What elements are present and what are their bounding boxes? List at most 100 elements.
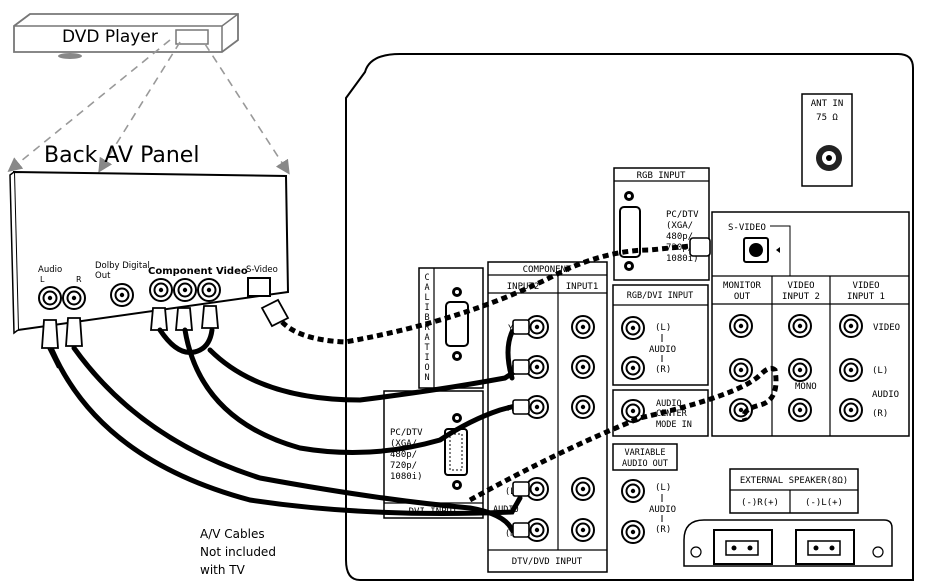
input1-video-jack-icon — [839, 314, 863, 338]
back-panel-plugs — [41, 298, 290, 369]
component-cable-bundle — [157, 327, 215, 355]
input1-audio-r-jack-icon — [571, 518, 595, 542]
calibration-port-icon — [445, 301, 469, 347]
calibration-letter: N — [424, 373, 429, 383]
calibration-letter: I — [424, 353, 429, 363]
dvi-pc-dtv-line1: PC/DTV — [390, 428, 423, 438]
audio-r-jack-icon — [62, 286, 86, 310]
cable-note-line2: Not included — [200, 545, 276, 559]
rgb-pc-dtv-line3: 480p/ — [666, 232, 693, 242]
input1-audio-r-jack-icon — [839, 398, 863, 422]
audio-center-section: AUDIO CENTER MODE IN — [612, 389, 709, 437]
component-cable-to-y — [505, 324, 523, 381]
ant-ohm-label: 75 Ω — [816, 113, 838, 123]
audio-l-label: L — [40, 275, 45, 284]
component-cable-to-pb — [207, 347, 523, 403]
audio-l-jack-icon — [38, 286, 62, 310]
ant-in-section: ANT IN 75 Ω — [801, 93, 853, 187]
calibration-letter: R — [424, 323, 430, 333]
dvd-player-label: DVD Player — [62, 27, 158, 47]
rgb-dvi-audio-l-jack-icon — [621, 316, 645, 340]
component-section: COMPONENT INPUT2 INPUT1 DTV/DVD INPUT Y … — [487, 261, 608, 573]
calibration-letter: I — [424, 303, 429, 313]
rgb-pc-dtv-line2: (XGA/ — [666, 221, 693, 231]
tv-end-plugs — [512, 237, 711, 538]
back-av-panel: Audio L R Dolby Digital Out Component Vi… — [9, 170, 290, 335]
video-input2-line2: INPUT 2 — [782, 292, 820, 302]
rgb-dvi-r-label: (R) — [655, 365, 671, 375]
dolby-out-jack-icon — [110, 283, 134, 307]
input1-y-jack-icon — [571, 315, 595, 339]
speaker-l-label: (-)L(+) — [805, 498, 843, 508]
external-speaker-section: EXTERNAL SPEAKER(8Ω) (-)R(+) (-)L(+) — [683, 468, 893, 567]
back-av-panel-title: Back AV Panel — [44, 143, 199, 168]
audio-center-line1: AUDIO — [656, 399, 682, 409]
audio-cable-right — [71, 345, 515, 533]
component-pr-jack-icon — [197, 278, 221, 302]
audio-center-line2: CENTER — [656, 409, 688, 419]
audio-cable-left — [49, 347, 523, 516]
arrow-to-panel-mid — [98, 41, 181, 173]
y-label: Y — [508, 324, 514, 334]
cable-note-line1: A/V Cables — [200, 527, 265, 541]
cable-note: A/V Cables Not included with TV — [200, 527, 276, 577]
component-label: COMPONENT — [523, 265, 572, 275]
calibration-letter: T — [424, 343, 429, 353]
external-speaker-label: EXTERNAL SPEAKER(8Ω) — [740, 476, 848, 486]
dashed-arrows — [7, 39, 290, 175]
av-cables — [49, 324, 523, 533]
calibration-letter: O — [424, 363, 429, 373]
rgb-vga-port-icon — [619, 206, 641, 258]
speaker-l-terminal-icon — [795, 529, 855, 565]
input1-pr-jack-icon — [571, 395, 595, 419]
rgb-pc-dtv-line1: PC/DTV — [666, 210, 699, 220]
calibration-section: C A L I B R A T I O N — [418, 267, 484, 389]
audio-center-line3: MODE IN — [656, 420, 692, 430]
video-input1-line2: INPUT 1 — [847, 292, 885, 302]
svideo-label: S-Video — [246, 265, 278, 275]
monitor-out-audio-r-jack-icon — [729, 398, 753, 422]
calibration-letter: A — [424, 283, 429, 293]
variable-audio-out-section: VARIABLE AUDIO OUT (L) AUDIO (R) — [612, 443, 678, 544]
rgb-input-section: RGB INPUT PC/DTV (XGA/ 480p/ 720p/ 1080i… — [613, 167, 710, 281]
input2-audio-l-jack-icon — [788, 358, 812, 382]
input1-audio-label: AUDIO — [872, 390, 899, 400]
rgb-input-label: RGB INPUT — [637, 171, 686, 181]
calibration-letter: L — [424, 293, 429, 303]
monitor-out-line1: MONITOR — [723, 281, 762, 291]
mono-label: MONO — [795, 382, 817, 392]
variable-audio-out-line1: VARIABLE — [625, 448, 666, 458]
dvi-pc-dtv-line4: 720p/ — [390, 461, 417, 471]
cable-note-line3: with TV — [200, 563, 246, 577]
input1-r-label: (R) — [872, 409, 888, 419]
monitor-out-video-jack-icon — [729, 314, 753, 338]
svideo-cable — [280, 243, 691, 345]
dolby-out-label: Out — [95, 271, 111, 281]
svideo-input-label: S-VIDEO — [728, 223, 766, 233]
calibration-letter: A — [424, 333, 429, 343]
var-audio-label: AUDIO — [649, 505, 676, 515]
component-video-label: Component Video — [148, 266, 248, 277]
component-y-jack-icon — [149, 278, 173, 302]
rgb-pc-dtv-line5: 1080i) — [666, 254, 699, 264]
variable-audio-out-line2: AUDIO OUT — [622, 459, 668, 469]
calibration-letter: C — [424, 273, 429, 283]
arrow-to-panel-right — [204, 43, 290, 175]
audio-r-label: R — [76, 275, 82, 284]
input1-audio-l-jack-icon — [571, 477, 595, 501]
dvd-player: DVD Player — [13, 13, 239, 59]
rgb-dvi-audio-section: RGB/DVI INPUT (L) AUDIO (R) — [612, 284, 709, 386]
dolby-label: Dolby Digital — [95, 261, 150, 271]
audio-out-cable — [468, 365, 779, 503]
rgb-dvi-audio-r-jack-icon — [621, 356, 645, 380]
video-input1-line1: VIDEO — [852, 281, 879, 291]
dtv-dvd-input-label: DTV/DVD INPUT — [512, 557, 583, 567]
audio-label: Audio — [38, 265, 62, 275]
dvi-pc-dtv-line2: (XGA/ — [390, 439, 417, 449]
calibration-letter: B — [424, 313, 429, 323]
variable-audio-out-l-jack-icon — [621, 479, 645, 503]
input2-video-jack-icon — [788, 314, 812, 338]
rgb-dvi-audio-label: AUDIO — [649, 345, 676, 355]
input1-pb-jack-icon — [571, 355, 595, 379]
